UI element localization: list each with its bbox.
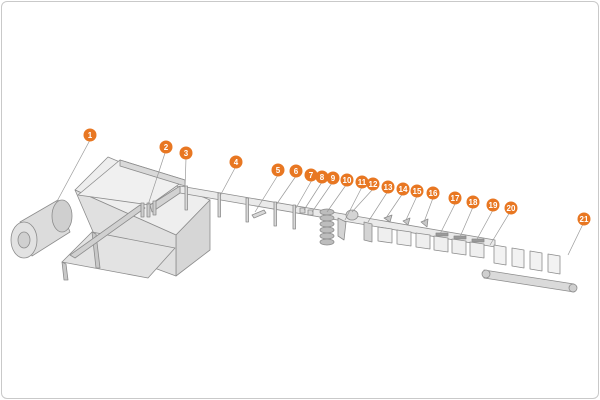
callout-15: 15 — [410, 184, 424, 198]
output-conveyor — [481, 244, 578, 293]
svg-text:14: 14 — [399, 185, 408, 194]
svg-text:20: 20 — [507, 204, 516, 213]
callout-4: 4 — [229, 155, 243, 169]
svg-text:18: 18 — [469, 198, 478, 207]
callout-9: 9 — [326, 171, 340, 185]
svg-text:2: 2 — [164, 143, 169, 152]
spiral-column — [319, 208, 335, 246]
callout-3: 3 — [179, 146, 193, 160]
svg-text:19: 19 — [489, 201, 498, 210]
svg-text:21: 21 — [580, 215, 589, 224]
svg-text:4: 4 — [234, 158, 239, 167]
callout-6: 6 — [289, 164, 303, 178]
callout-16: 16 — [426, 186, 440, 200]
callouts: 1 2 3 4 5 6 7 8 9 10 11 12 13 14 15 16 1… — [83, 128, 591, 226]
callout-7: 7 — [304, 168, 318, 182]
callout-11: 11 — [355, 175, 369, 189]
svg-text:10: 10 — [343, 176, 352, 185]
motor — [10, 199, 73, 259]
svg-text:1: 1 — [88, 131, 93, 140]
callout-5: 5 — [271, 163, 285, 177]
callout-10: 10 — [340, 173, 354, 187]
svg-text:6: 6 — [294, 167, 299, 176]
callout-8: 8 — [315, 170, 329, 184]
svg-text:17: 17 — [451, 194, 460, 203]
callout-17: 17 — [448, 191, 462, 205]
svg-text:3: 3 — [184, 149, 189, 158]
callout-20: 20 — [504, 201, 518, 215]
callout-1: 1 — [83, 128, 97, 142]
svg-text:16: 16 — [429, 189, 438, 198]
callout-21: 21 — [577, 212, 591, 226]
bag-sequence — [377, 214, 485, 259]
svg-text:11: 11 — [358, 178, 367, 187]
callout-12: 12 — [366, 177, 380, 191]
svg-text:13: 13 — [384, 183, 393, 192]
svg-text:5: 5 — [276, 166, 281, 175]
svg-text:15: 15 — [413, 187, 422, 196]
svg-text:12: 12 — [369, 180, 378, 189]
svg-text:7: 7 — [309, 171, 314, 180]
callout-2: 2 — [159, 140, 173, 154]
forming-collar — [77, 159, 186, 206]
svg-text:9: 9 — [331, 174, 336, 183]
callout-14: 14 — [396, 182, 410, 196]
callout-18: 18 — [466, 195, 480, 209]
callout-13: 13 — [381, 180, 395, 194]
svg-text:8: 8 — [320, 173, 325, 182]
leader-lines — [54, 139, 584, 256]
lower-frame — [61, 204, 176, 281]
guide-rollers — [140, 200, 157, 218]
callout-19: 19 — [486, 198, 500, 212]
station-plates — [184, 185, 314, 230]
